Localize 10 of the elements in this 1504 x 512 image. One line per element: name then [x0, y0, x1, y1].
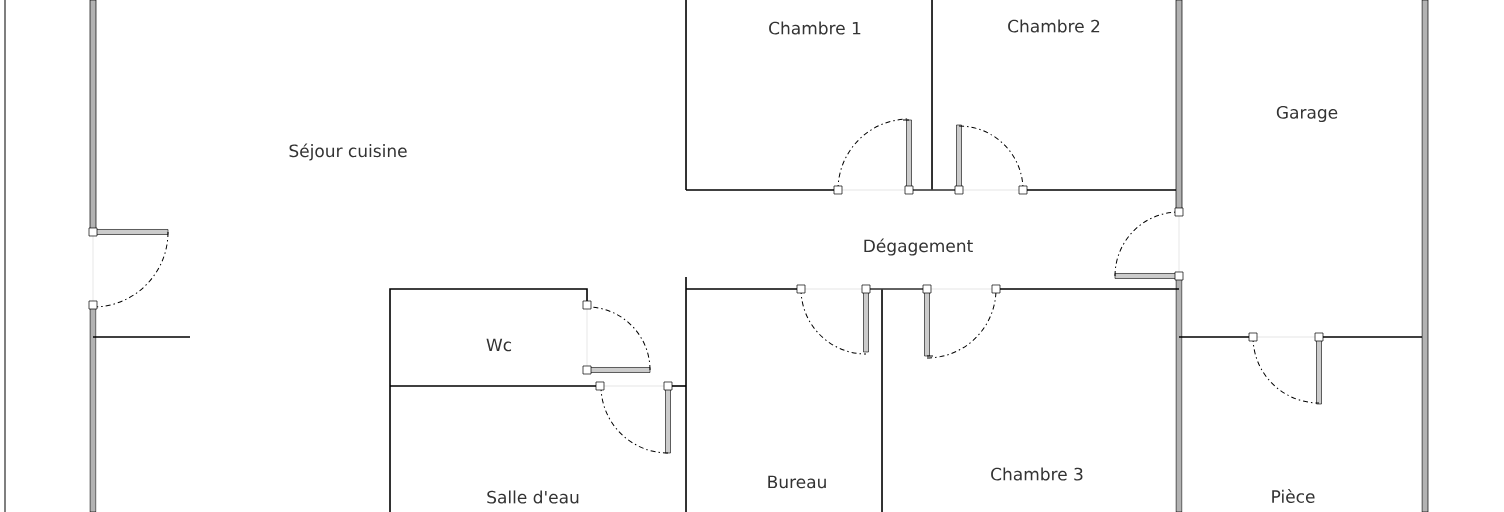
- room-label: Wc: [486, 338, 512, 352]
- room-label: Chambre 1: [769, 21, 861, 35]
- room-label: Pièce: [1272, 489, 1315, 503]
- room-label: Garage: [1276, 105, 1338, 123]
- room-label: Bureau: [768, 475, 826, 489]
- room-label: Salle d'eau: [487, 490, 579, 504]
- room-label: Chambre 2: [1008, 19, 1100, 33]
- room-label: Séjour cuisine: [289, 143, 407, 161]
- room-label: Dégagement: [864, 238, 973, 256]
- room-label: Chambre 3: [991, 467, 1083, 481]
